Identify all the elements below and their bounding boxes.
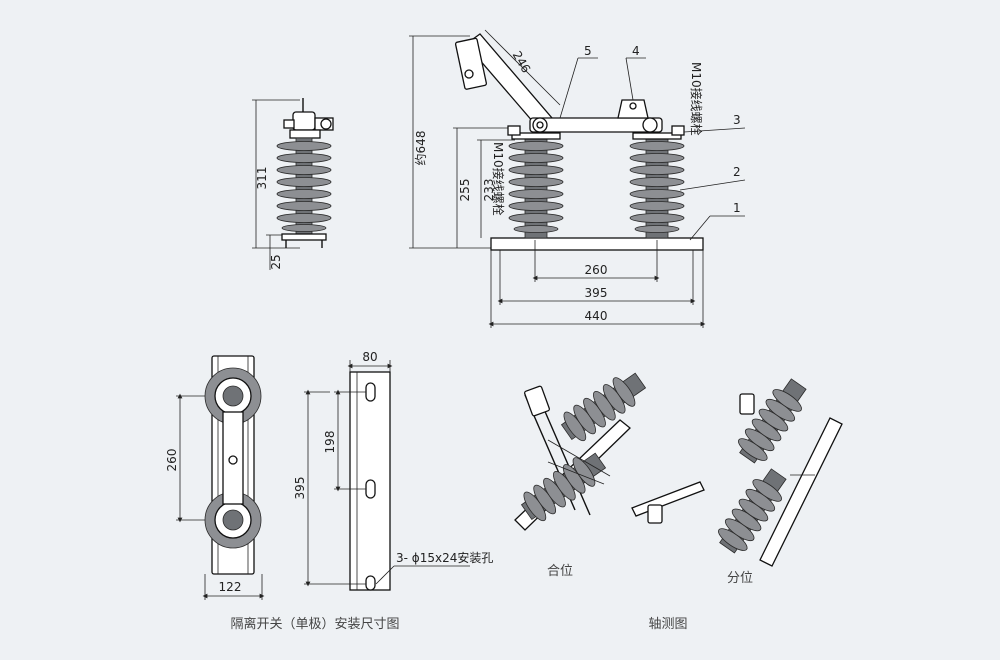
dim-648-label: 约648 [413, 131, 428, 166]
side-view: 311 25 [252, 98, 334, 270]
top-dim-260-label: 260 [165, 449, 179, 472]
caption-left: 隔离开关（单极）安装尺寸图 [230, 616, 399, 632]
m10-label-left: M10接线螺栓 [491, 142, 506, 216]
dim-233-label: 233 [482, 179, 496, 202]
dim-395-label: 395 [585, 286, 608, 300]
dim-25-label: 25 [269, 254, 283, 269]
dim-255-label: 255 [458, 179, 472, 202]
svg-text:4: 4 [632, 44, 640, 58]
callout-3: 3 [683, 113, 746, 133]
iso-closed-view: 合位 [514, 372, 647, 579]
caption-right: 轴测图 [648, 617, 687, 632]
dim-260-label: 260 [585, 263, 608, 277]
top-dim-122-label: 122 [219, 580, 242, 594]
iso-open-view: 分位 [631, 378, 843, 586]
dim-246-label: 246 [510, 49, 534, 76]
dim-440-label: 440 [585, 309, 608, 323]
callout-1: 1 [689, 201, 745, 241]
svg-text:2: 2 [733, 165, 741, 179]
m10-label-right: M10接线螺栓 [689, 62, 704, 136]
base-plate-view: 80 198 395 3- ϕ15x24安装孔 [293, 350, 493, 591]
front-blade-assembly [454, 33, 685, 136]
callout-4: 4 [625, 44, 646, 101]
svg-text:3: 3 [733, 113, 741, 127]
front-base-plate [490, 237, 704, 251]
top-view: 260 122 [165, 355, 265, 600]
mounting-slot-bottom [365, 575, 376, 591]
dim-198-label: 198 [323, 431, 337, 454]
svg-text:5: 5 [584, 44, 592, 58]
callout-5: 5 [559, 44, 598, 119]
dim-80-label: 80 [362, 350, 377, 364]
dim-line-246 [484, 29, 561, 106]
front-insulator-left [508, 132, 564, 239]
mounting-slot-middle [365, 479, 376, 499]
iso-closed-label: 合位 [547, 564, 573, 579]
front-view: 约648 255 233 246 M10接线螺栓 M10接线螺栓 260 395… [409, 29, 746, 328]
side-insulator [276, 137, 332, 248]
side-top-contact [283, 98, 334, 140]
dim-395-base-label: 395 [293, 477, 307, 500]
dim-311-label: 311 [255, 167, 269, 190]
mounting-slot-top [365, 382, 376, 402]
hole-spec-label: 3- ϕ15x24安装孔 [396, 550, 493, 565]
iso-open-label: 分位 [727, 571, 753, 586]
front-insulator-right [629, 132, 685, 239]
callout-2: 2 [679, 165, 746, 191]
svg-text:1: 1 [733, 201, 741, 215]
